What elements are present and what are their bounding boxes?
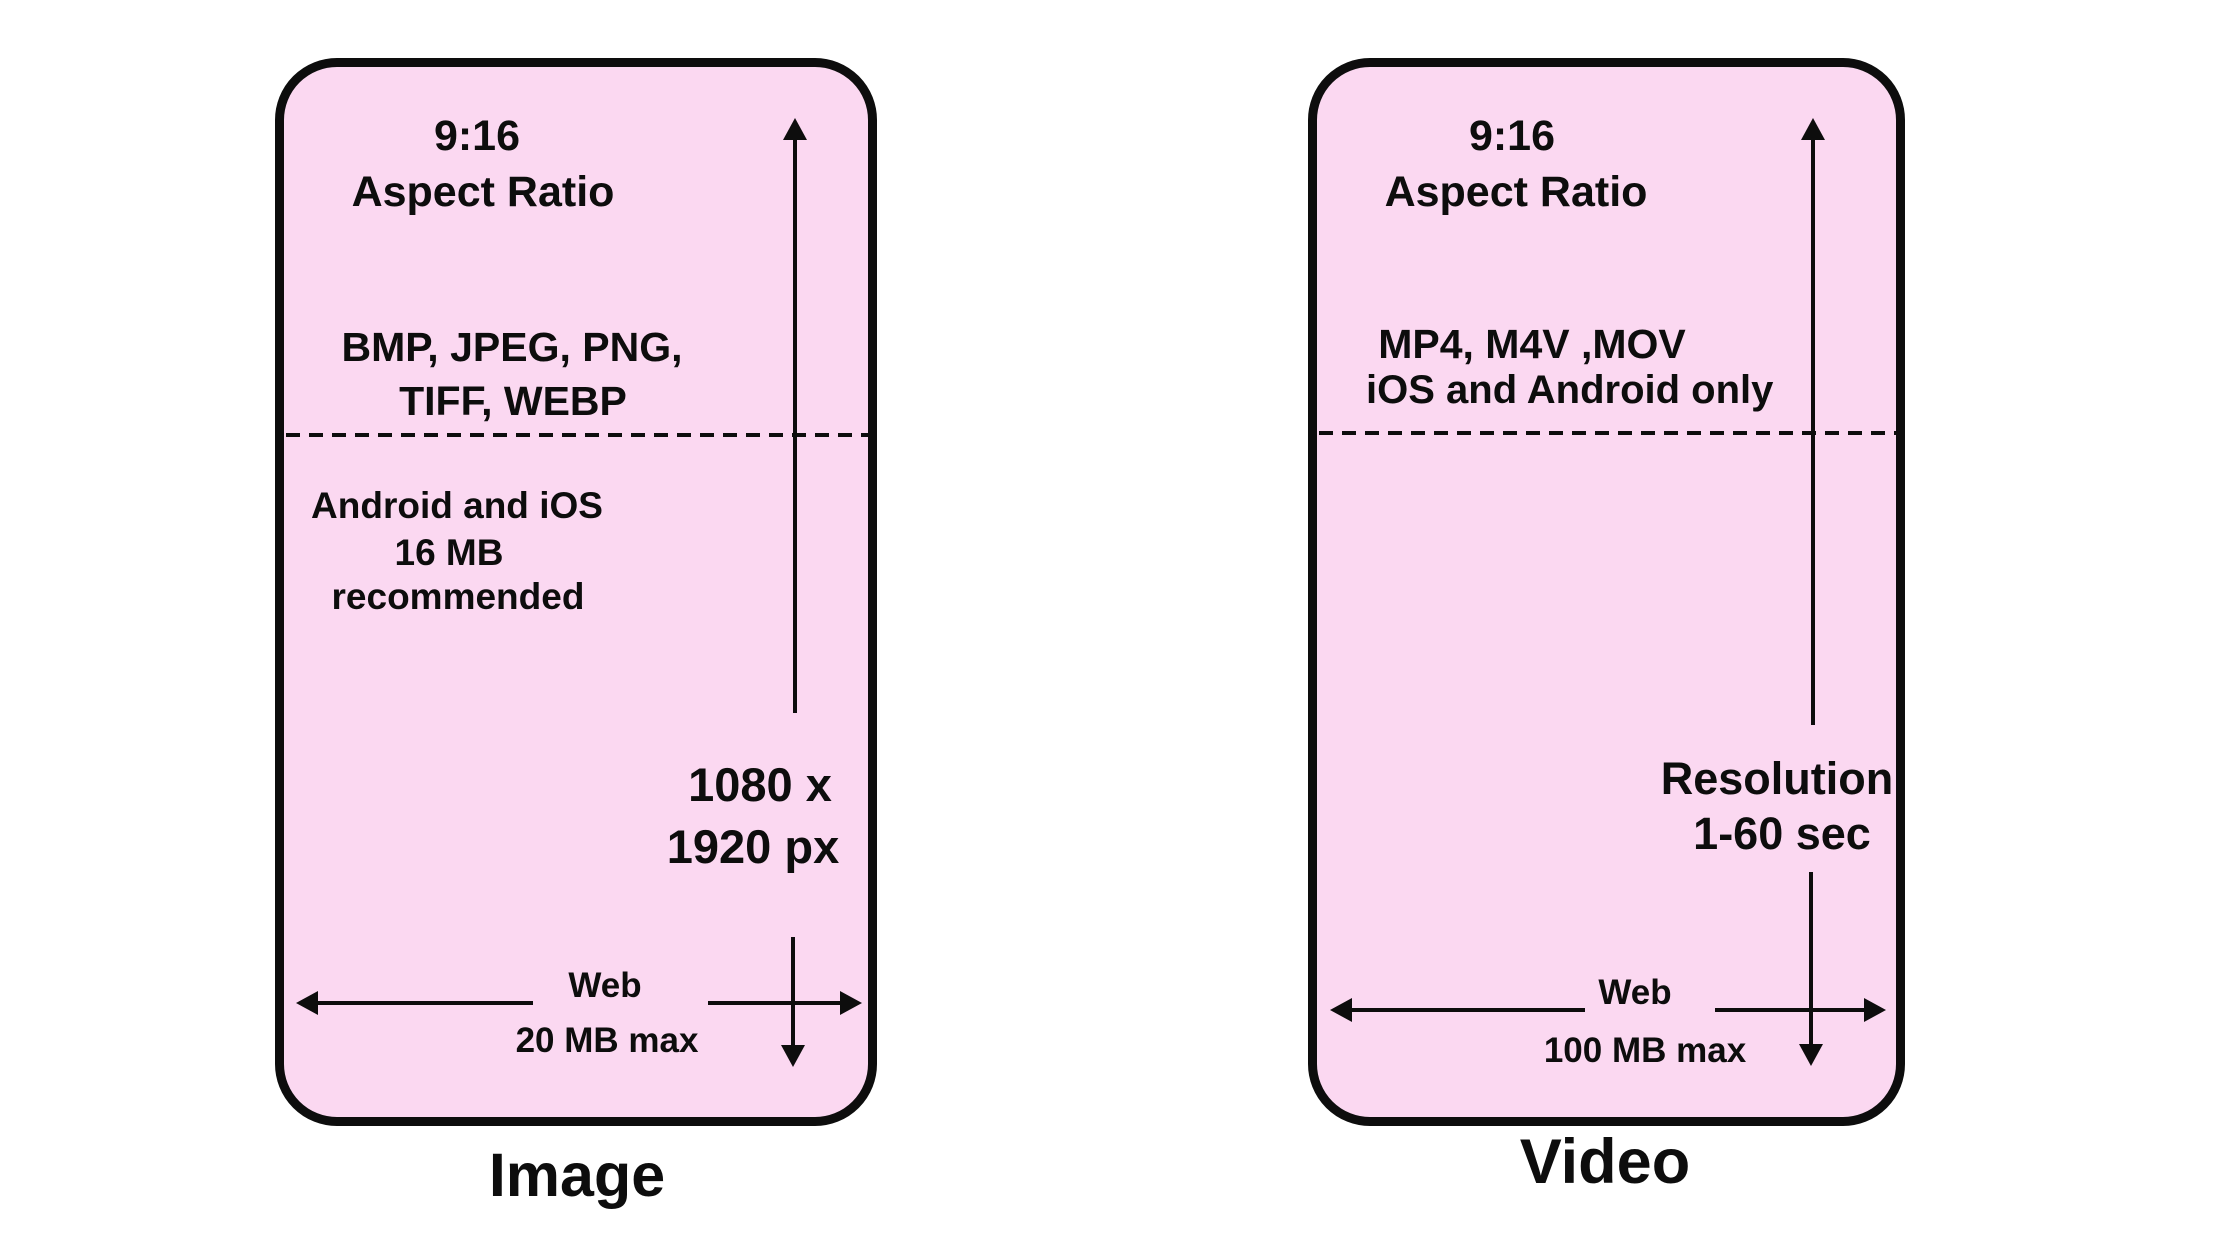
video-formats-line2: iOS and Android only xyxy=(1366,368,1774,412)
image-spec-card xyxy=(275,58,877,1126)
video-width-arrow-right-line xyxy=(1715,1008,1866,1012)
video-spec-card xyxy=(1308,58,1905,1126)
video-web-limit: 100 MB max xyxy=(1543,1031,1747,1070)
video-height-arrow-down-head-icon xyxy=(1799,1044,1823,1066)
image-platform-line3: recommended xyxy=(331,576,585,617)
video-card-title: Video xyxy=(1519,1127,1691,1197)
image-width-arrow-right-head-icon xyxy=(840,991,862,1015)
image-aspect-ratio-value: 9:16 xyxy=(433,112,521,160)
video-aspect-ratio-value: 9:16 xyxy=(1468,112,1556,160)
image-formats-line1: BMP, JPEG, PNG, xyxy=(341,324,683,370)
image-width-arrow-left-line xyxy=(314,1001,533,1005)
image-width-arrow-right-line xyxy=(708,1001,842,1005)
video-width-arrow-left-line xyxy=(1348,1008,1585,1012)
image-card-title: Image xyxy=(488,1141,666,1209)
video-aspect-ratio-label: Aspect Ratio xyxy=(1384,168,1648,216)
video-web-label: Web xyxy=(1598,973,1672,1012)
video-width-arrow-right-head-icon xyxy=(1864,998,1886,1022)
image-platform-line2: 16 MB xyxy=(394,532,504,573)
image-dimensions-line2: 1920 px xyxy=(666,820,840,873)
video-height-arrow-up-head-icon xyxy=(1801,118,1825,140)
image-height-arrow-down-head-icon xyxy=(781,1045,805,1067)
video-duration-line1: Resolution xyxy=(1660,753,1894,804)
image-width-arrow-left-head-icon xyxy=(296,991,318,1015)
image-formats-line2: TIFF, WEBP xyxy=(399,378,627,424)
image-height-arrow-up-head-icon xyxy=(783,118,807,140)
video-duration-line2: 1-60 sec xyxy=(1693,808,1871,859)
image-aspect-ratio-label: Aspect Ratio xyxy=(351,168,615,216)
image-web-label: Web xyxy=(568,966,642,1005)
video-divider-dashed-line xyxy=(1319,431,1897,435)
image-platform-line1: Android and iOS xyxy=(311,485,603,526)
video-width-arrow-left-head-icon xyxy=(1330,998,1352,1022)
image-web-limit: 20 MB max xyxy=(515,1021,699,1060)
video-formats-line1: MP4, M4V ,MOV xyxy=(1378,321,1686,367)
image-dimensions-line1: 1080 x xyxy=(688,758,832,811)
image-divider-dashed-line xyxy=(286,433,868,437)
video-height-arrow-lower-line xyxy=(1809,872,1813,1046)
image-height-arrow-upper-line xyxy=(793,138,797,713)
video-height-arrow-upper-line xyxy=(1811,138,1815,725)
image-height-arrow-lower-line xyxy=(791,937,795,1047)
